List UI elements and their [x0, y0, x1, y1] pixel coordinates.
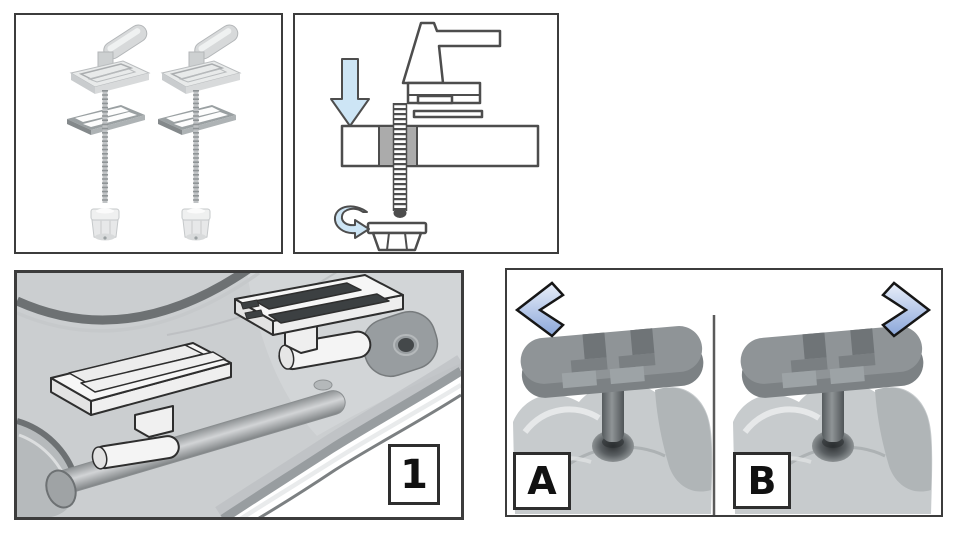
hinge-profile-icon [330, 21, 540, 252]
slide-plate-icon [50, 342, 232, 470]
chevron-left-icon [514, 281, 565, 338]
insert-down-arrow-icon [330, 58, 370, 127]
tighten-rotate-arrow-icon [333, 205, 370, 239]
option-a-badge: A [513, 452, 571, 510]
fastener-parts-icon [16, 15, 281, 252]
chevron-right-icon [881, 281, 932, 338]
option-b-badge: B [733, 452, 791, 509]
threaded-bolt-icon [392, 103, 408, 218]
adjustment-panel: A B [505, 268, 943, 517]
ceramic-cross-section-icon [340, 124, 540, 168]
parts-kit-panel [14, 13, 283, 254]
assembly-diagram-panel [293, 13, 559, 254]
slide-plate-icon [234, 274, 404, 371]
hinge-profile-icon [401, 21, 502, 85]
seat-underside-panel: 1 [14, 270, 464, 520]
nut-icon [366, 221, 428, 252]
seat-underside-icon [17, 273, 461, 517]
adjuster-knob-icon [507, 281, 941, 515]
step-number-badge: 1 [388, 444, 440, 505]
